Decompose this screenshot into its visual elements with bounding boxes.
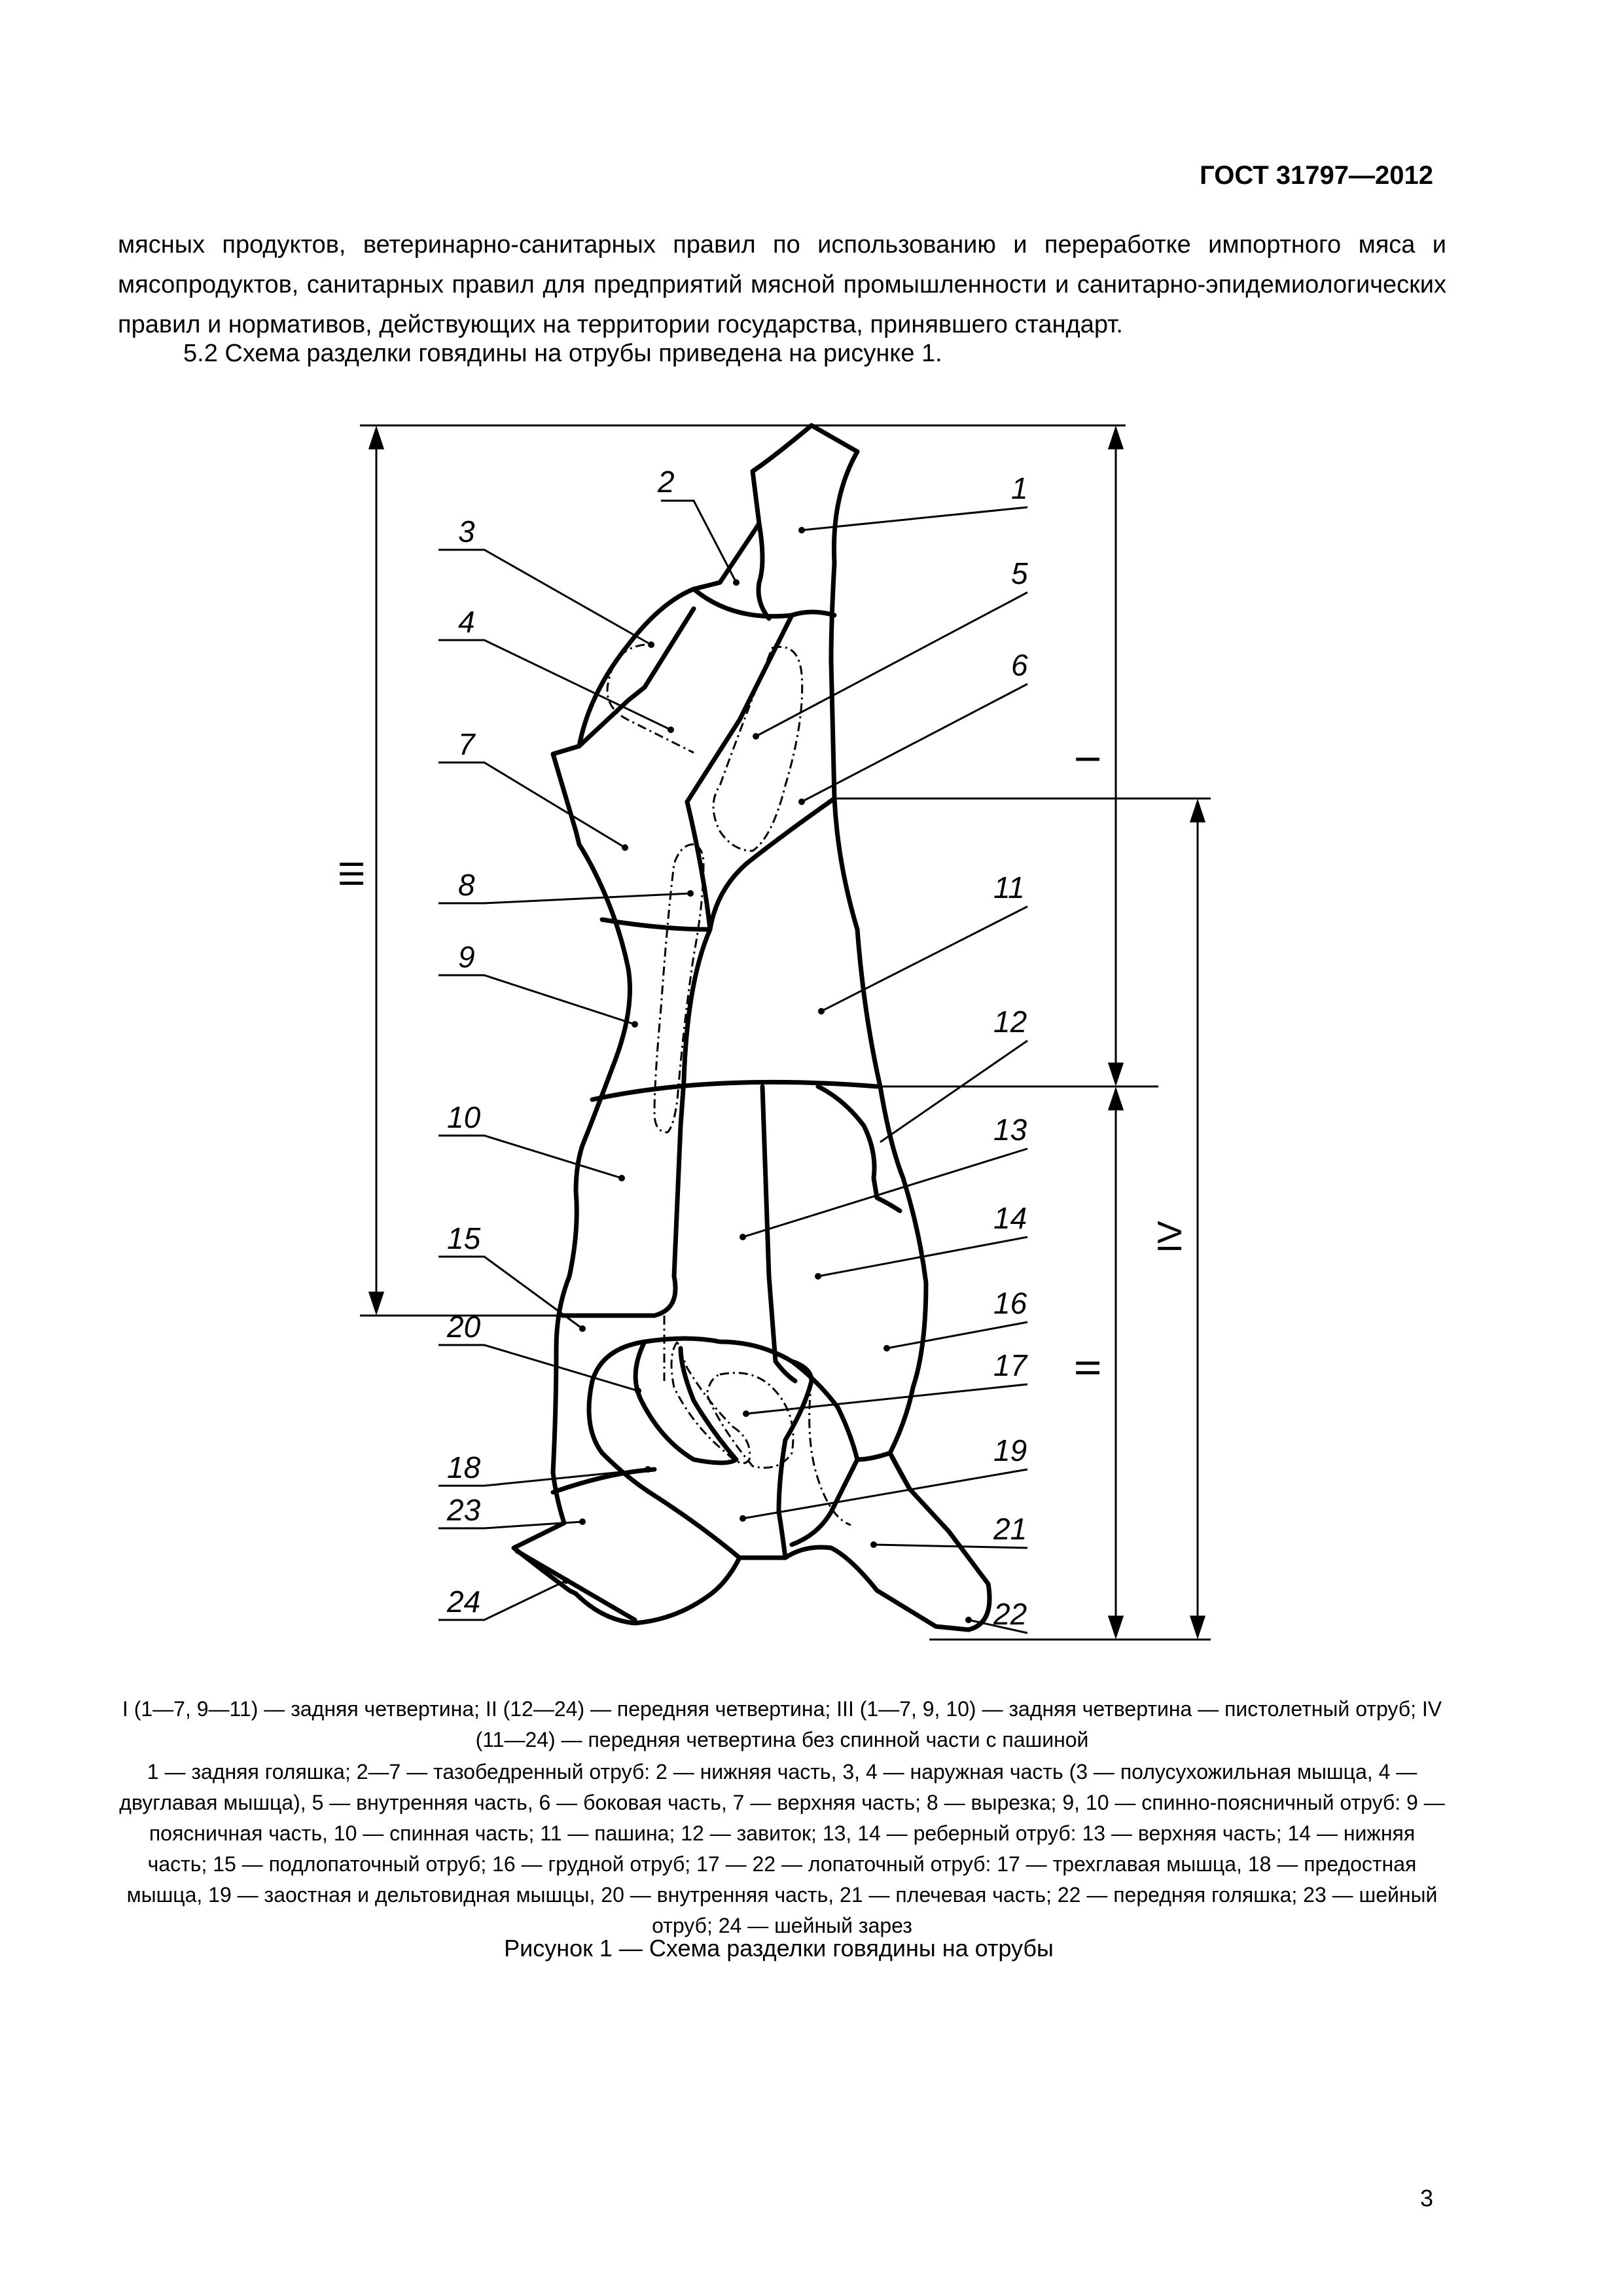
beef-cut-diagram: I II III IV (0, 0, 1623, 1676)
label-23: 23 (446, 1493, 481, 1527)
label-13: 13 (993, 1113, 1027, 1147)
label-9: 9 (458, 940, 475, 974)
label-11: 11 (993, 870, 1025, 905)
label-8: 8 (458, 868, 475, 902)
quarter-dimension-lines (360, 425, 1211, 1640)
figure-title: Рисунок 1 — Схема разделки говядины на о… (0, 1935, 1558, 1962)
label-6: 6 (1011, 648, 1028, 682)
label-15: 15 (447, 1221, 481, 1255)
quarter-label-II: II (1069, 1359, 1107, 1378)
label-12: 12 (993, 1005, 1027, 1039)
parts-legend: 1 — задняя голяшка; 2—7 — тазобедренный … (118, 1757, 1446, 1941)
quarters-legend: I (1—7, 9—11) — задняя четвертина; II (1… (118, 1694, 1446, 1755)
label-10: 10 (447, 1100, 481, 1134)
quarter-label-IV: IV (1151, 1221, 1189, 1253)
label-2: 2 (657, 465, 675, 499)
quarter-labels: I II III IV (333, 755, 1189, 1378)
label-24: 24 (446, 1585, 480, 1619)
quarter-label-III: III (333, 859, 371, 888)
label-3: 3 (458, 514, 475, 548)
label-17: 17 (993, 1348, 1028, 1382)
label-7: 7 (458, 727, 476, 761)
label-20: 20 (446, 1310, 481, 1344)
page-number: 3 (1420, 2185, 1433, 2212)
leader-dots (563, 527, 972, 1623)
cut-number-labels: 1 2 3 4 5 6 7 8 9 11 10 12 13 14 15 16 2… (446, 465, 1028, 1631)
label-1: 1 (1011, 471, 1028, 505)
quarter-label-I: I (1069, 755, 1107, 764)
label-21: 21 (993, 1512, 1027, 1546)
label-22: 22 (993, 1597, 1027, 1631)
label-16: 16 (993, 1286, 1027, 1320)
label-18: 18 (447, 1450, 481, 1484)
label-14: 14 (993, 1201, 1027, 1235)
label-4: 4 (458, 605, 475, 639)
label-5: 5 (1011, 556, 1028, 590)
label-19: 19 (993, 1433, 1027, 1467)
